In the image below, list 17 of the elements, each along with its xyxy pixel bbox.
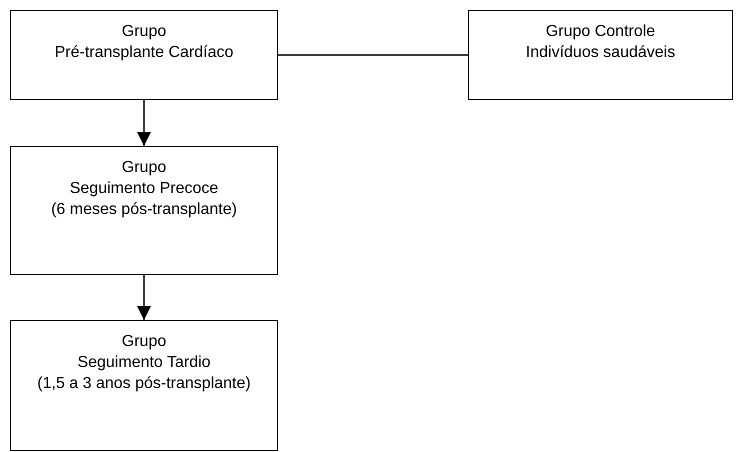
arrow — [137, 100, 151, 146]
group-box — [10, 10, 278, 100]
connector-line — [278, 54, 468, 56]
group-label: (6 meses pós-transplante) — [51, 200, 237, 220]
group-label: Grupo Controle — [546, 22, 656, 42]
group-label: Grupo — [122, 22, 166, 42]
group-label: Indivíduos saudáveis — [526, 43, 676, 63]
group-label: Grupo — [122, 332, 166, 352]
group-box — [10, 146, 278, 275]
group-box — [468, 10, 733, 100]
group-label: Seguimento Tardio — [77, 353, 211, 373]
group-label: Grupo — [122, 158, 166, 178]
arrow — [137, 275, 151, 320]
group-box — [10, 320, 278, 451]
group-label: Pré-transplante Cardíaco — [54, 43, 234, 63]
group-label: Seguimento Precoce — [70, 179, 218, 199]
group-label: (1,5 a 3 anos pós-transplante) — [37, 374, 251, 394]
